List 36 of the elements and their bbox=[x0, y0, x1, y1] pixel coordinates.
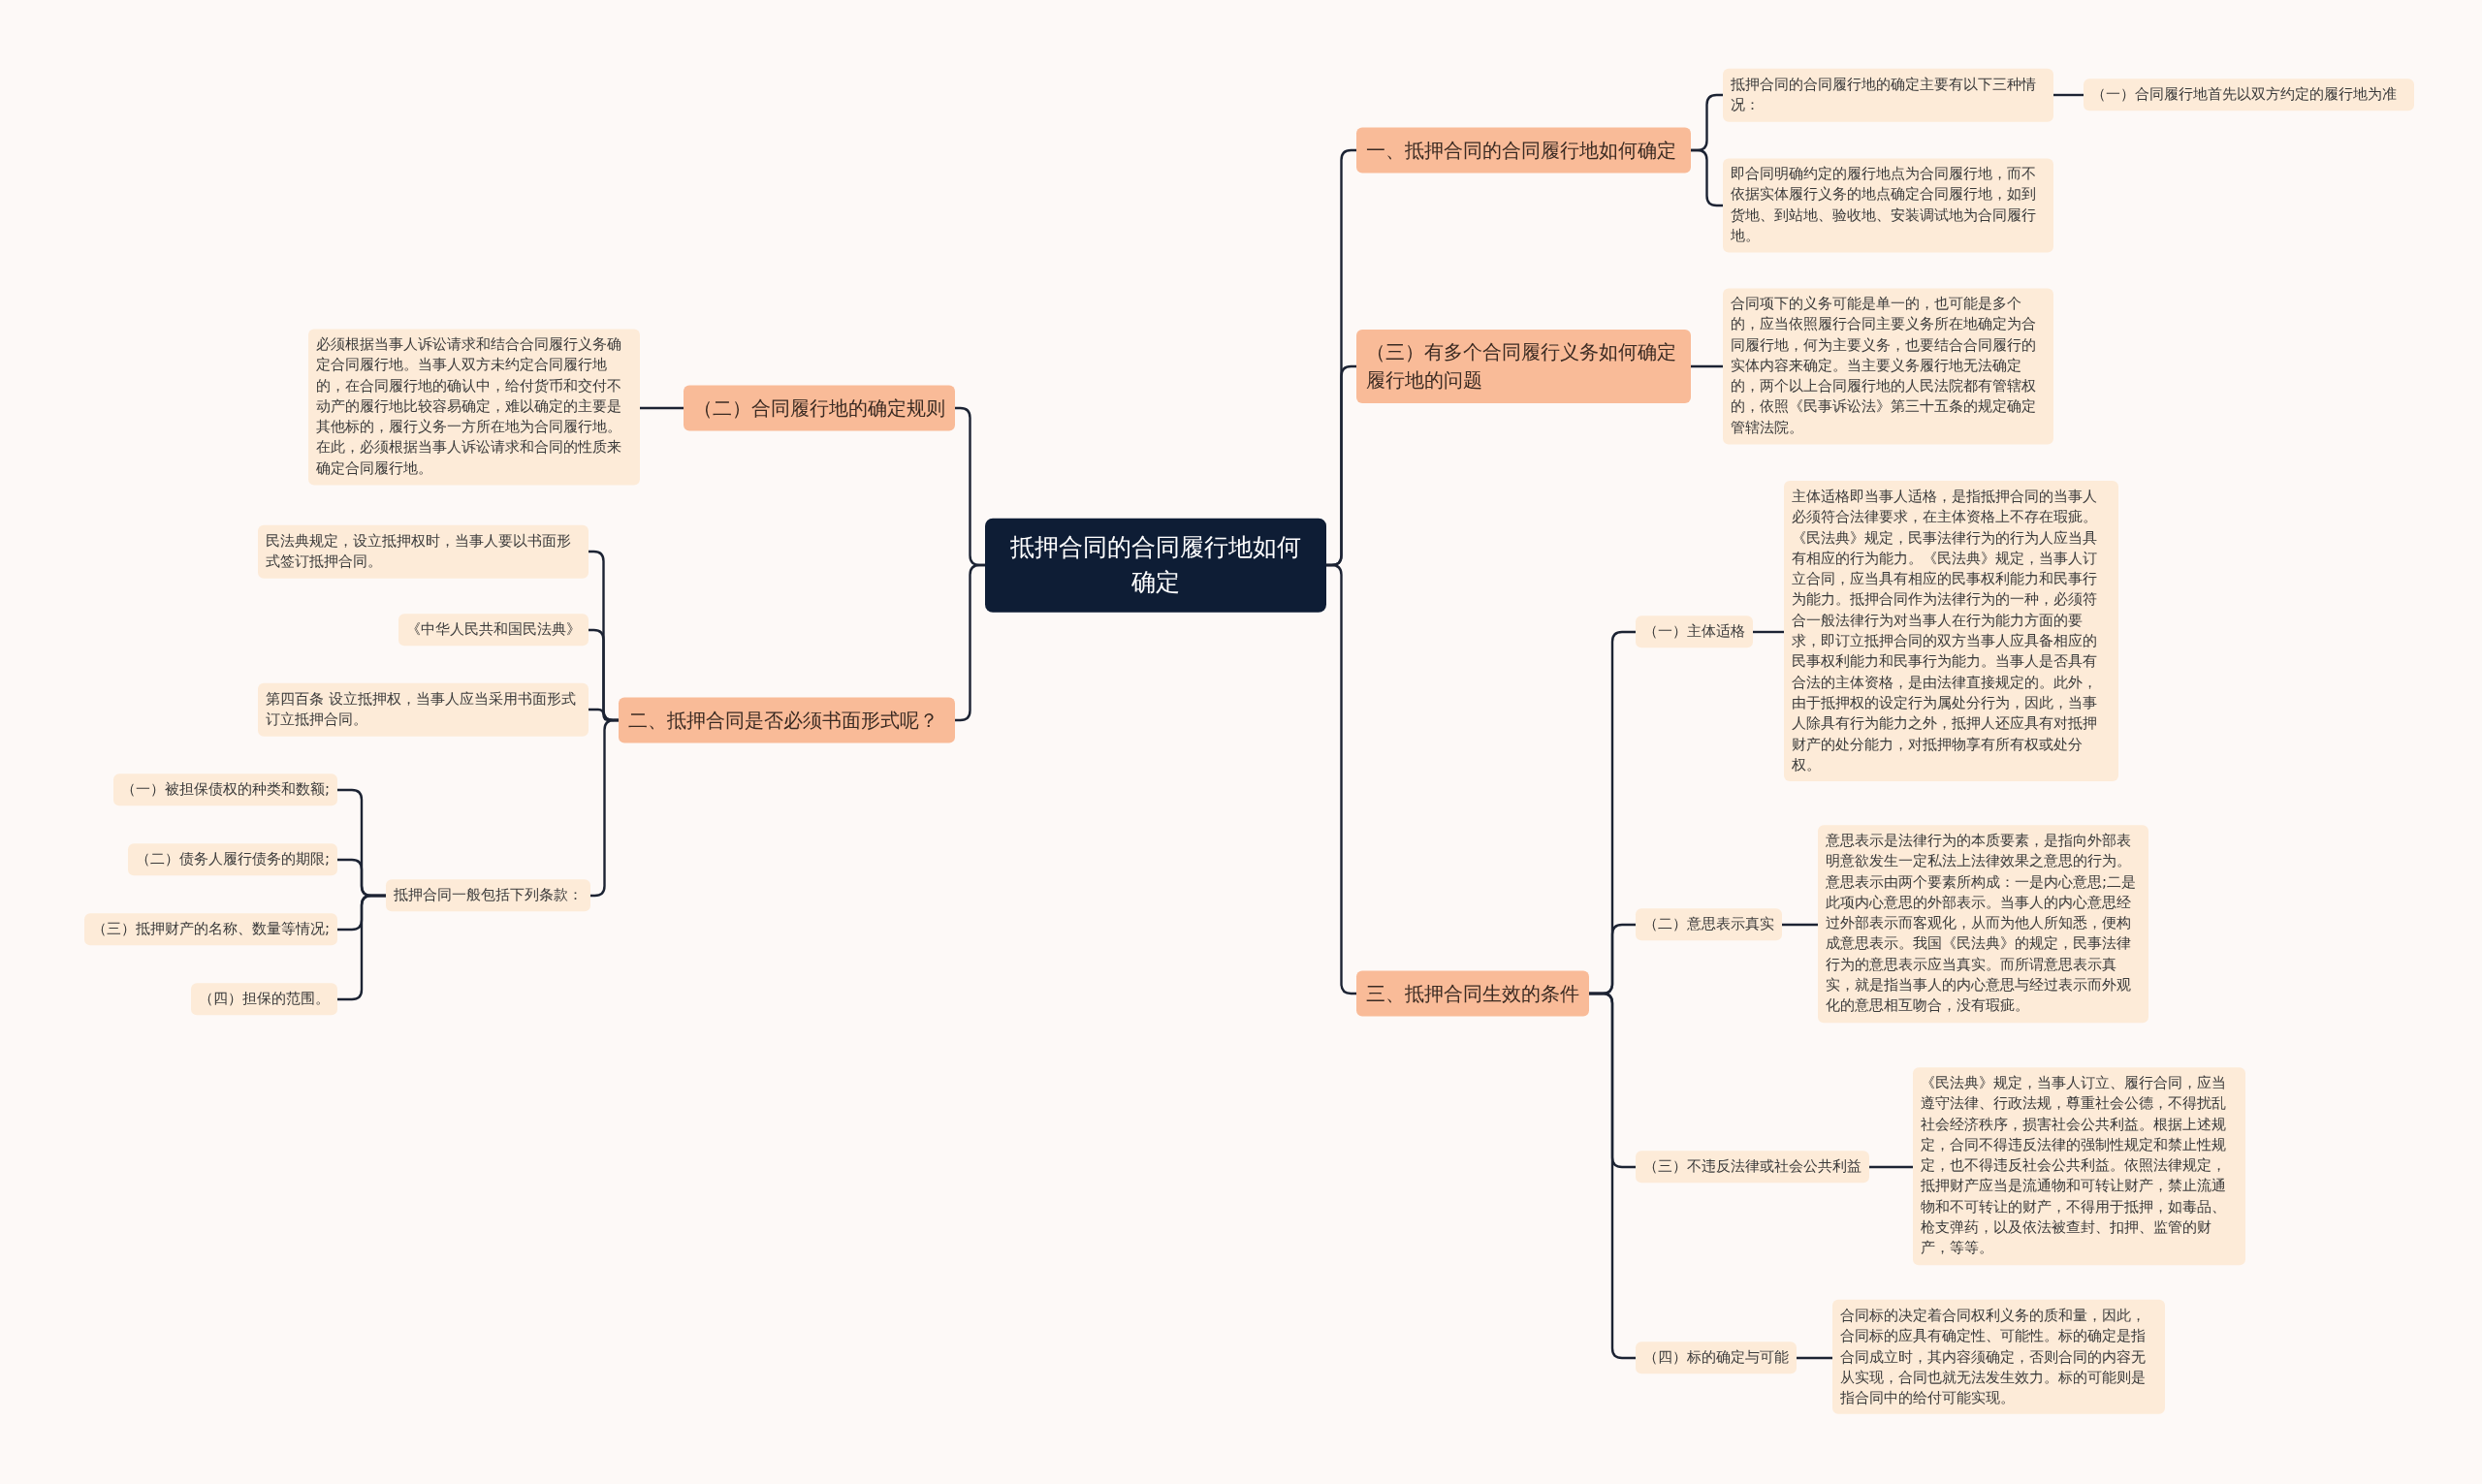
note-card: （二）债务人履行债务的期限; bbox=[127, 843, 337, 876]
branch-topic: （二）合同履行地的确定规则 bbox=[684, 385, 955, 431]
connector-line bbox=[1869, 1165, 1913, 1169]
connector-line bbox=[1691, 148, 1723, 207]
connector-line bbox=[1589, 992, 1636, 1360]
note-card: 即合同明确约定的履行地点为合同履行地，而不依据实体履行义务的地点确定合同履行地，如到货地、到站地、验收地、安装调试地为合同履行地。 bbox=[1723, 158, 2053, 253]
branch-topic: （三）有多个合同履行义务如何确定履行地的问题 bbox=[1356, 330, 1691, 403]
note-card: 意思表示是法律行为的本质要素，是指向外部表明意欲发生一定私法上法律效果之意思的行为。意思表示由两个要素所构成：一是内心意思;二是此项内心意思的外部表示。当事人的内心意思经过外部表示而客观化，从而为他人所知悉，便构成意思表示。我国《民法典》的规定，民事法律行为的意思表示应当真实。而所谓意思表示真实，就是指当事人的内心意思与经过表示而外观化的意思相互吻合，没有瑕疵。 bbox=[1818, 825, 2148, 1023]
note-card: （四）标的确定与可能 bbox=[1636, 1342, 1797, 1374]
note-card: 合同项下的义务可能是单一的，也可能是多个的，应当依照履行合同主要义务所在地确定为合同履行地，何为主要义务，也要结合合同履行的实体内容来确定。当主要义务履行地无法确定的，两个以上合同履行地的人民法院都有管辖权的，依照《民事诉讼法》第三十五条的规定确定管辖法院。 bbox=[1723, 288, 2053, 445]
connector-line bbox=[640, 406, 684, 410]
branch-topic: 一、抵押合同的合同履行地如何确定 bbox=[1356, 127, 1691, 174]
note-card: 《民法典》规定，当事人订立、履行合同，应当遵守法律、行政法规，尊重社会公德，不得扰乱社会经济秩序，损害社会公共利益。根据上述规定，合同不得违反法律的强制性规定和禁止性规定，也不得违反社会公共利益。依照法律规定，抵押财产应当是流通物和可转让财产，禁止流通物和不可转让的财产，不得用于抵押，如毒品、枪支弹药，以及依法被查封、扣押、监管的财产，等等。 bbox=[1913, 1067, 2245, 1265]
connector-line bbox=[2053, 93, 2084, 97]
note-card: 合同标的决定着合同权利义务的质和量，因此，合同标的应具有确定性、可能性。标的确定是指合同成立时，其内容须确定，否则合同的内容无从实现，合同也就无法发生效力。标的可能则是指合同中的给付可能实现。 bbox=[1832, 1299, 2165, 1415]
note-card: （一）主体适格 bbox=[1636, 616, 1753, 648]
note-card: 必须根据当事人诉讼请求和结合合同履行义务确定合同履行地。当事人双方未约定合同履行地的，在合同履行地的确认中，给付货币和交付不动产的履行地比较容易确定，难以确定的主要是其他标的，履行义务一方所在地为合同履行地。在此，必须根据当事人诉讼请求和合同的性质来确定合同履行地。 bbox=[308, 329, 640, 486]
branch-topic: 二、抵押合同是否必须书面形式呢？ bbox=[619, 697, 955, 743]
connector-line bbox=[1782, 923, 1818, 927]
branch-topic: 三、抵押合同生效的条件 bbox=[1356, 970, 1589, 1017]
connector-line bbox=[1797, 1356, 1832, 1360]
note-card: （四）担保的范围。 bbox=[191, 983, 337, 1016]
note-card: （三）抵押财产的名称、数量等情况; bbox=[83, 913, 337, 946]
note-card: 主体适格即当事人适格，是指抵押合同的当事人必须符合法律要求，在主体资格上不存在瑕疵。《民法典》规定，民事法律行为的行为人应当具有相应的行为能力。《民法典》规定，当事人订立合同，应当具有相应的民事权利能力和民事行为能力。抵押合同作为法律行为的一种，必须符合一般法律行为对当事人在行为能力方面的要求，即订立抵押合同的双方当事人应具备相应的民事权利能力和民事行为能力。当事人是否具有合法的主体资格，是由法律直接规定的。此外，由于抵押权的设定行为属处分行为，因此，当事人除具有行为能力之外，抵押人还应具有对抵押财产的处分能力，对抵押物享有所有权或处分权。 bbox=[1784, 480, 2118, 782]
note-card: 民法典规定，设立抵押权时，当事人要以书面形式签订抵押合同。 bbox=[258, 524, 589, 579]
note-card: （一）被担保债权的种类和数额; bbox=[112, 774, 337, 806]
note-card: 《中华人民共和国民法典》 bbox=[398, 614, 589, 647]
note-card: （二）意思表示真实 bbox=[1636, 908, 1782, 941]
note-card: （三）不违反法律或社会公共利益 bbox=[1636, 1151, 1869, 1184]
note-card: （一）合同履行地首先以双方约定的履行地为准 bbox=[2084, 79, 2414, 111]
note-card: 第四百条 设立抵押权，当事人应当采用书面形式订立抵押合同。 bbox=[258, 682, 589, 737]
central-topic: 抵押合同的合同履行地如何确定 bbox=[985, 518, 1326, 613]
note-card: 抵押合同的合同履行地的确定主要有以下三种情况： bbox=[1723, 68, 2053, 122]
connector-line bbox=[1691, 364, 1723, 368]
note-card: 抵押合同一般包括下列条款： bbox=[386, 879, 590, 912]
connector-line bbox=[1753, 630, 1784, 634]
